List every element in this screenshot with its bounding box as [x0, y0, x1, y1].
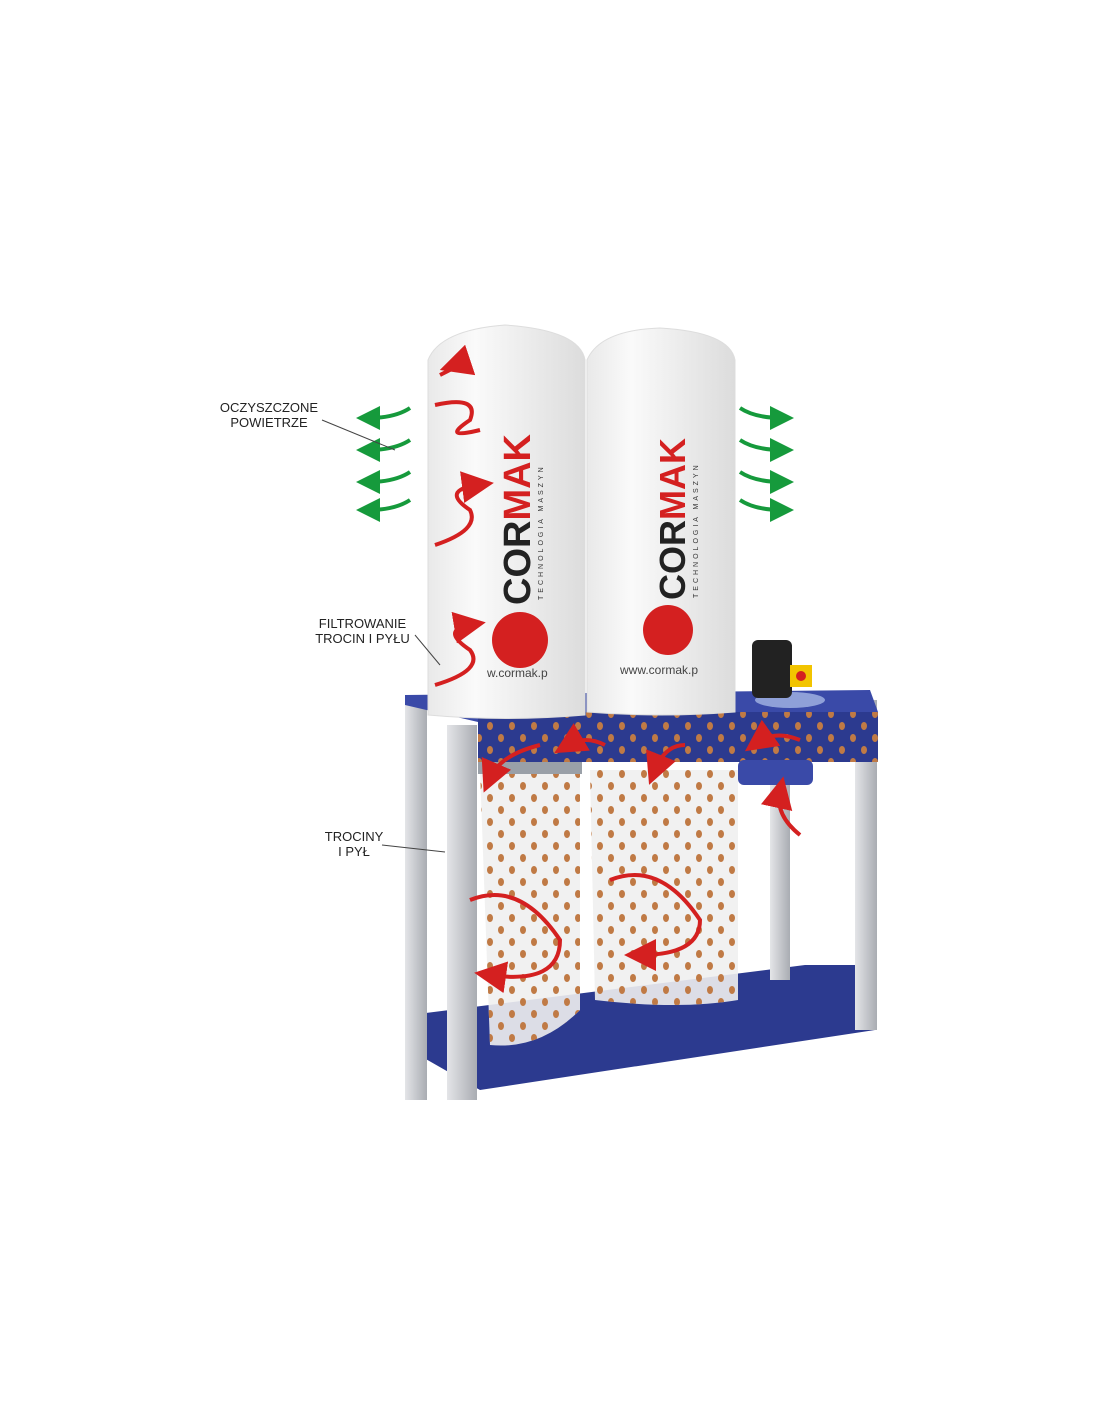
- label-line: TROCINY: [324, 829, 384, 844]
- label-line: TROCIN I PYŁU: [315, 631, 410, 646]
- clean-air-arrows-left: [356, 405, 412, 522]
- svg-text:TECHNOLOGIA MASZYN: TECHNOLOGIA MASZYN: [538, 464, 545, 600]
- svg-text:w.cormak.p: w.cormak.p: [486, 666, 548, 680]
- svg-text:www.cormak.p: www.cormak.p: [619, 663, 698, 677]
- label-line: POWIETRZE: [230, 415, 308, 430]
- filter-bag-right: CORMAK TECHNOLOGIA MASZYN www.cormak.p: [586, 327, 736, 716]
- frame-legs: [405, 700, 877, 1100]
- label-clean-air: OCZYSZCZONE POWIETRZE: [210, 400, 328, 430]
- label-line: OCZYSZCZONE: [219, 400, 319, 415]
- clean-air-arrows-right: [738, 405, 794, 522]
- lower-bag-left: [478, 760, 582, 1046]
- leader-lines: [321, 419, 446, 853]
- brand-logo-icon: [492, 612, 548, 668]
- label-dust: TROCINY I PYŁ: [315, 829, 393, 859]
- svg-text:CORMAK: CORMAK: [497, 433, 539, 605]
- lower-bag-right: [590, 770, 738, 1005]
- label-line: I PYŁ: [338, 844, 370, 859]
- svg-text:TECHNOLOGIA MASZYN: TECHNOLOGIA MASZYN: [693, 462, 700, 598]
- label-filtering: FILTROWANIE TROCIN I PYŁU: [305, 616, 420, 646]
- bottom-shelf: [410, 965, 875, 1090]
- filter-bag-left: CORMAK TECHNOLOGIA MASZYN w.cormak.p: [427, 324, 586, 719]
- airflow-arrows-red: [435, 364, 802, 994]
- svg-text:CORMAK: CORMAK: [652, 438, 693, 600]
- label-line: FILTROWANIE: [318, 616, 407, 631]
- brand-logo-icon: [643, 605, 693, 655]
- motor: [752, 640, 812, 698]
